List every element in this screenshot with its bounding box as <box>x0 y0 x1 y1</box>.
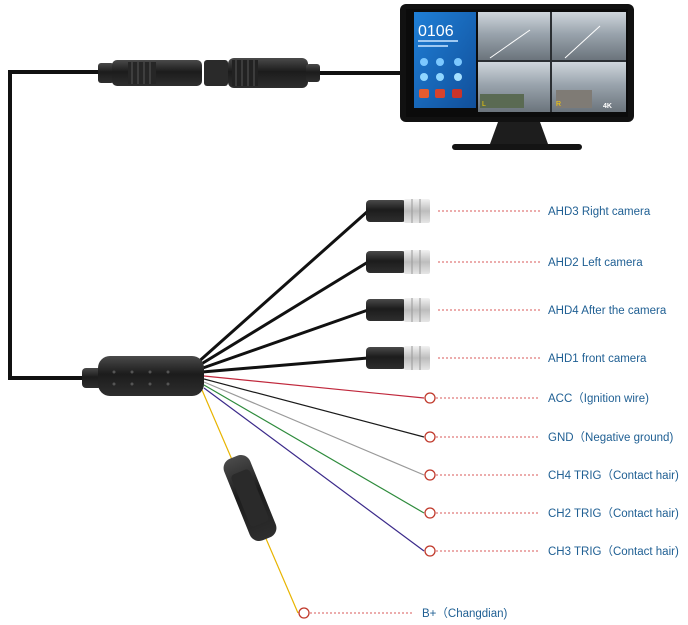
camera-connector-1 <box>366 199 430 223</box>
camera-connector-4 <box>366 346 430 370</box>
b-plus-label: B+（Changdian) <box>422 607 508 620</box>
junction-box <box>82 356 204 396</box>
ch2-trig-wire <box>203 384 425 514</box>
ch2-trig-terminal <box>424 507 436 519</box>
monitor-stand <box>490 122 548 144</box>
gnd-label: GND（Negative ground) <box>548 431 673 444</box>
ch4-trig-terminal <box>424 469 436 481</box>
monitor: 0106 L R 4K <box>400 4 634 150</box>
quad-label-right: R <box>556 101 561 108</box>
quad-label-left: L <box>482 101 486 108</box>
ch3-trig-terminal <box>424 545 436 557</box>
b-plus-terminal <box>298 607 310 619</box>
fuse-holder <box>223 454 277 542</box>
camera-cable-4 <box>201 356 369 374</box>
trunk-cable <box>8 70 100 380</box>
camera-cable-1 <box>195 209 369 366</box>
gnd-wire <box>203 378 425 438</box>
ch2-trig-label: CH2 TRIG（Contact hair) <box>548 507 679 520</box>
camera-connector-3 <box>366 298 430 322</box>
monitor-4k-badge: 4K <box>603 103 612 110</box>
camera-label-ahd2: AHD2 Left camera <box>548 257 643 269</box>
inline-connector <box>98 58 320 88</box>
ch4-trig-label: CH4 TRIG（Contact hair) <box>548 469 679 482</box>
gnd-terminal <box>424 431 436 443</box>
camera-cable-3 <box>199 308 369 371</box>
camera-label-ahd3: AHD3 Right camera <box>548 206 651 218</box>
camera-label-ahd4: AHD4 After the camera <box>548 305 667 317</box>
acc-wire <box>203 375 425 399</box>
camera-label-ahd1: AHD1 front camera <box>548 353 647 365</box>
monitor-clock: 0106 <box>418 23 454 40</box>
acc-terminal <box>424 392 436 404</box>
monitor-app-icons <box>419 58 462 98</box>
camera-connectors <box>366 199 430 370</box>
camera-cable-2 <box>197 260 369 368</box>
ch3-trig-wire <box>203 387 425 552</box>
ch4-trig-wire <box>203 381 425 476</box>
acc-label: ACC（Ignition wire) <box>548 392 649 405</box>
camera-connector-2 <box>366 250 430 274</box>
ch3-trig-label: CH3 TRIG（Contact hair) <box>548 545 679 558</box>
